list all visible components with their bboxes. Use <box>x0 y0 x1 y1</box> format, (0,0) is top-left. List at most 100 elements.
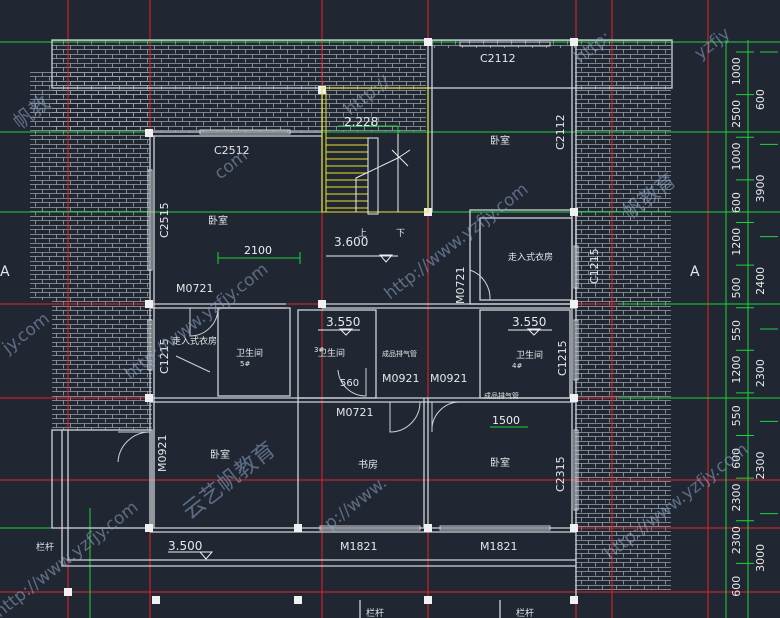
dimension-label: 1200 <box>730 356 743 384</box>
label-m1821-b: M1821 <box>480 540 518 553</box>
dimension-label: 3000 <box>754 544 767 572</box>
column <box>145 300 153 308</box>
window-c2112 <box>459 41 551 47</box>
level-marker <box>198 551 214 560</box>
opening-labels: C2112 C2512 M0721 M0721 M0921 M0921 M182… <box>0 52 700 618</box>
window-c2515 <box>147 169 153 271</box>
level-marker <box>338 328 354 336</box>
room-study: 书房 <box>358 458 378 471</box>
dimension-label: 2400 <box>754 267 767 295</box>
column <box>145 524 153 532</box>
dimension-lines <box>0 40 780 618</box>
opening-labels-vertical: C2112 C2515 C1215 C1215 C1215 M0721 M092… <box>156 114 601 492</box>
vent-label-2: 成品排气管 <box>484 391 519 400</box>
balcony-railing <box>67 430 576 561</box>
label-c2315: C2315 <box>554 456 567 492</box>
column <box>570 596 578 604</box>
watermark-fragment-4: p://www. <box>321 473 391 534</box>
walls <box>51 39 673 618</box>
label-m0921-b: M0921 <box>430 372 468 385</box>
door-swing-m0921-b <box>431 401 461 433</box>
dimension-label: 1000 <box>730 57 743 85</box>
dimension-label: 550 <box>730 405 743 426</box>
level-marker <box>526 328 542 336</box>
column <box>318 300 326 308</box>
dimension-label: 600 <box>754 89 767 110</box>
vent-label-1: 成品排气管 <box>382 349 417 358</box>
roof-tile-north-strip <box>428 40 575 48</box>
room-closet-east: 走入式衣房 <box>508 251 553 263</box>
room-bedroom-se: 卧室 <box>490 456 510 469</box>
window-c2512 <box>199 129 291 135</box>
column <box>570 208 578 216</box>
windows <box>147 41 579 531</box>
section-marker-left: A <box>0 264 10 280</box>
column <box>424 524 432 532</box>
label-m0721-west: M0721 <box>176 282 214 295</box>
dimension-chain-inner: 1000250010006001200500550120055060023002… <box>730 51 754 597</box>
column <box>152 596 160 604</box>
dimension-label: 2300 <box>730 483 743 511</box>
roof-tile-west <box>30 72 150 300</box>
stair-treads <box>325 92 368 212</box>
column <box>294 524 302 532</box>
column <box>570 394 578 402</box>
level-markers <box>168 254 552 560</box>
watermark-fragment-3: yzfjy <box>691 24 735 64</box>
stair-break-line <box>391 149 409 167</box>
label-c2112-side: C2112 <box>554 114 567 150</box>
label-railing-west: 栏杆 <box>36 541 54 553</box>
level-balcony: 3.500 <box>168 539 202 553</box>
window-c1215 <box>147 319 153 371</box>
stair-well-rail <box>367 137 379 215</box>
column <box>424 38 432 46</box>
column <box>294 596 302 604</box>
bath-west-wall <box>217 307 291 397</box>
level-bath-mid: 3.550 <box>326 315 360 329</box>
column <box>570 524 578 532</box>
column <box>424 596 432 604</box>
level-hall: 3.600 <box>334 235 368 249</box>
column <box>64 588 72 596</box>
window-c2315 <box>573 429 579 511</box>
window-c1215 <box>573 319 579 381</box>
door-m1821 <box>319 525 421 531</box>
elevation-labels: 2.228 3.600 3.550 3.550 3.500 <box>168 115 546 553</box>
stairwell <box>321 87 429 213</box>
room-labels: 卧室 卧室 卧室 卧室 书房 走入式衣房 走入式衣房 卫生间 5# 卫生间 3#… <box>172 134 553 471</box>
dimension-label: 500 <box>730 277 743 298</box>
room-bath-east-tag: 4# <box>512 362 522 370</box>
stair-arrows <box>355 134 411 215</box>
level-bath-east: 3.550 <box>512 315 546 329</box>
label-dim-560: 560 <box>340 378 359 389</box>
section-marker-right: A <box>690 264 700 280</box>
stair-up-path <box>355 149 411 212</box>
door-swing-m0721-east <box>469 269 491 301</box>
dimension-label: 2300 <box>754 452 767 480</box>
closet-east-inner <box>479 217 573 301</box>
room-bedroom-sw: 卧室 <box>210 448 230 461</box>
door-swing-m0721-mid <box>337 368 367 397</box>
room-closet-west: 走入式衣房 <box>172 335 217 347</box>
room-bath-mid: 卫生间 <box>318 347 345 359</box>
label-m0721-south: M0721 <box>336 406 374 419</box>
door-swing-m0721-west <box>189 307 219 337</box>
dimension-label: 1200 <box>730 228 743 256</box>
column <box>145 129 153 137</box>
label-railing-south-2: 栏杆 <box>516 607 534 618</box>
stair-direction-mark <box>175 355 211 373</box>
watermark-url-4: http://www.yzfjy.com <box>0 497 142 618</box>
label-c1215-bath: C1215 <box>556 340 569 376</box>
balcony-railing <box>61 430 576 567</box>
level-stair: 2.228 <box>344 115 378 129</box>
label-c2515: C2515 <box>158 202 171 238</box>
wall-segment <box>51 429 153 529</box>
door-swing-m0921-a <box>389 401 421 433</box>
dimension-label: 2300 <box>754 359 767 387</box>
window-c1215 <box>573 245 579 289</box>
label-m0921-west: M0921 <box>156 435 169 473</box>
label-c1215-east: C1215 <box>588 248 601 284</box>
dimension-label: 1000 <box>730 143 743 171</box>
